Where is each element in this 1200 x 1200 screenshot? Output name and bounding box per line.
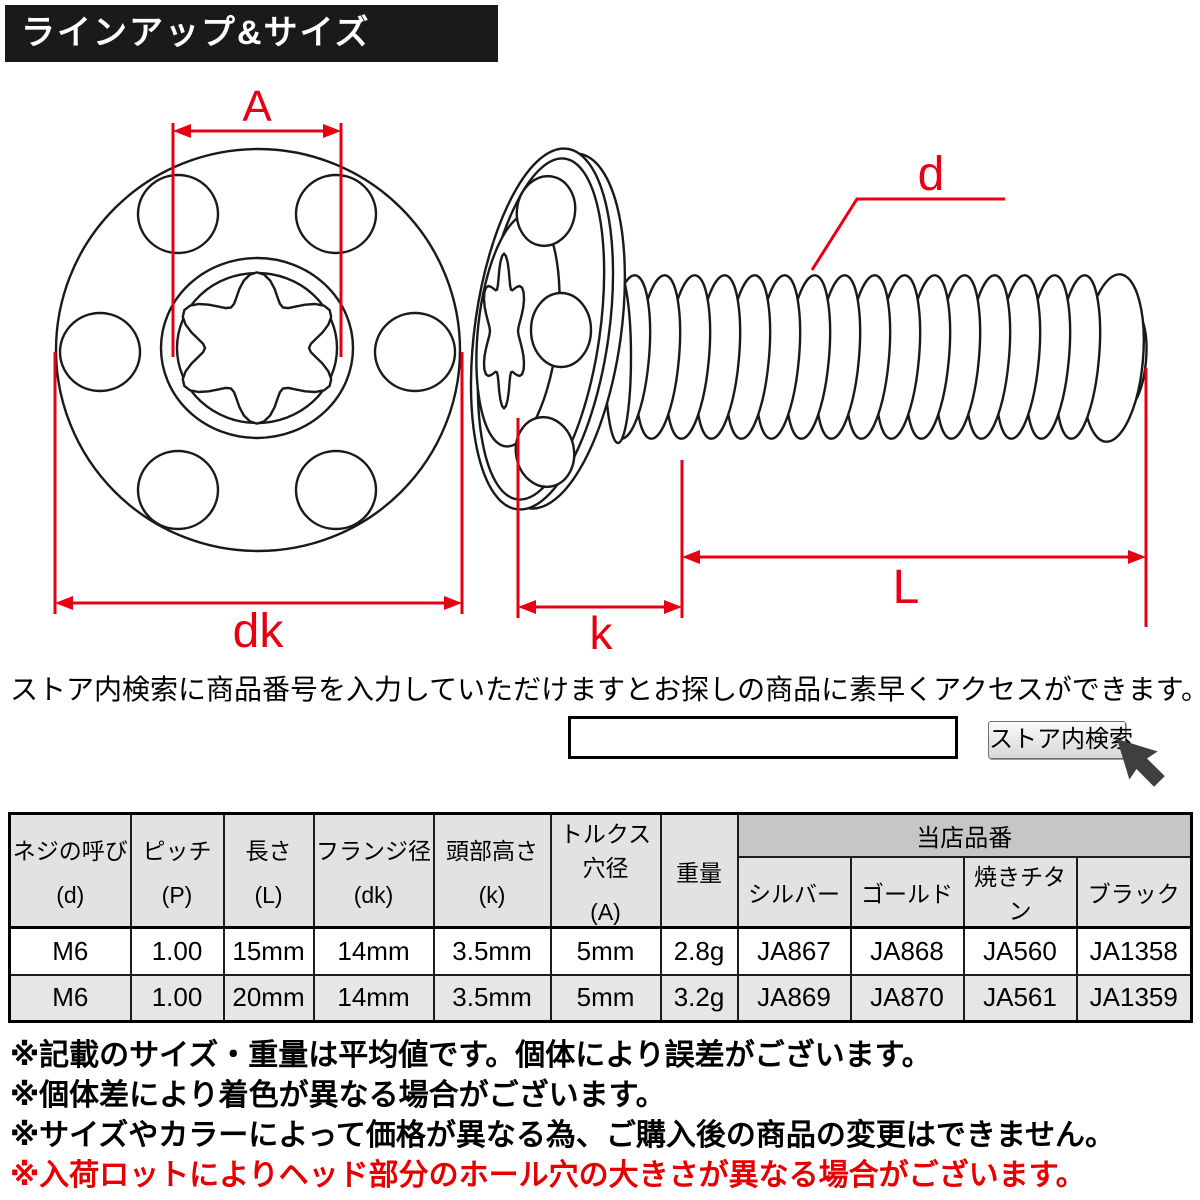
flange-hole xyxy=(373,311,457,393)
col-header-symbol: (P) xyxy=(161,882,193,908)
dim-label-k: k xyxy=(590,607,614,659)
cell: 3.5mm xyxy=(432,926,552,976)
col-header-k: 頭部高さ (k) xyxy=(432,812,552,929)
col-header-symbol: (A) xyxy=(590,899,621,925)
cursor-arrow-icon xyxy=(1117,739,1165,787)
group-header-part-numbers: 当店品番 xyxy=(736,812,1193,858)
cell: 14mm xyxy=(312,926,435,976)
flange-hole xyxy=(136,173,220,255)
dim-label-dk: dk xyxy=(233,605,285,658)
bolt-diagram: A dk k L d xyxy=(53,82,1148,659)
head-hole xyxy=(514,415,576,489)
cell: JA561 xyxy=(962,973,1078,1023)
cell: JA1358 xyxy=(1075,926,1193,976)
col-header-label: フランジ径 xyxy=(316,838,431,864)
cell: 1.00 xyxy=(129,973,225,1023)
dim-d-leader xyxy=(810,197,1005,271)
footnotes: ※記載のサイズ・重量は平均値です。個体により誤差がございます。 ※個体差により着… xyxy=(10,1036,1115,1196)
arrowhead xyxy=(173,124,191,138)
footnote: ※記載のサイズ・重量は平均値です。個体により誤差がございます。 xyxy=(10,1039,932,1072)
head-hole xyxy=(529,291,593,369)
cell: 3.2g xyxy=(659,973,739,1023)
col-header-burnt-titanium: 焼きチタン xyxy=(962,855,1078,929)
arrowhead xyxy=(55,596,73,610)
torx-recess-side xyxy=(482,251,526,411)
dim-label-d: d xyxy=(918,148,945,201)
cell: JA868 xyxy=(849,926,965,976)
dim-label-a: A xyxy=(242,82,272,131)
footnote-red: ※入荷ロットによりヘッド部分のホール穴の大きさが異なる場合がございます。 xyxy=(10,1159,1086,1192)
cell: JA1359 xyxy=(1075,973,1193,1023)
col-header-label: 頭部高さ xyxy=(446,838,538,864)
col-header-l: 長さ (L) xyxy=(222,812,315,929)
cell: 3.5mm xyxy=(432,973,552,1023)
cell: 20mm xyxy=(222,973,315,1023)
col-header-symbol: (d) xyxy=(56,882,85,908)
col-header-weight: 重量 xyxy=(659,812,739,929)
cell: JA870 xyxy=(849,973,965,1023)
arrowhead xyxy=(1128,550,1146,564)
arrowhead xyxy=(323,124,341,138)
flange-hole xyxy=(136,449,220,531)
col-header-label: ネジの呼び xyxy=(12,838,128,864)
col-header-label: 長さ xyxy=(245,838,292,864)
flange-hole xyxy=(294,173,378,255)
torx-recess xyxy=(181,271,333,425)
cell: 14mm xyxy=(312,973,435,1023)
arrowhead xyxy=(682,550,700,564)
cell: 1.00 xyxy=(129,926,225,976)
arrowhead xyxy=(664,600,682,614)
cell: 2.8g xyxy=(659,926,739,976)
col-header-label: 重量 xyxy=(676,859,722,886)
col-header-symbol: (dk) xyxy=(353,882,394,908)
arrowhead xyxy=(444,596,462,610)
cursor-arrow-shape xyxy=(1117,739,1165,787)
spec-table: ネジの呼び (d) ピッチ (P) 長さ (L) フランジ径 (dk) 頭部高さ… xyxy=(8,812,1193,1023)
search-instruction: ストア内検索に商品番号を入力していただけますとお探しの商品に素早くアクセスができ… xyxy=(10,674,1200,705)
col-header-d: ネジの呼び (d) xyxy=(8,812,132,929)
dimension-annotations: A dk k L d xyxy=(53,82,1148,659)
col-header-black: ブラック xyxy=(1075,855,1193,929)
cell: M6 xyxy=(8,973,132,1023)
store-search-input[interactable] xyxy=(568,716,958,759)
col-header-silver: シルバー xyxy=(736,855,852,929)
cell: JA560 xyxy=(962,926,1078,976)
col-header-p: ピッチ (P) xyxy=(129,812,225,929)
footnote: ※サイズやカラーによって価格が異なる為、ご購入後の商品の変更はできません。 xyxy=(10,1119,1115,1152)
head-hole xyxy=(515,174,577,248)
col-header-a: トルクス穴径 (A) xyxy=(549,812,662,929)
col-header-label: トルクス穴径 xyxy=(559,821,652,881)
cell: 15mm xyxy=(222,926,315,976)
cell: 5mm xyxy=(549,926,662,976)
flange-hole xyxy=(58,311,142,393)
col-header-symbol: (L) xyxy=(254,882,283,908)
col-header-symbol: (k) xyxy=(478,882,506,908)
side-view-drawing xyxy=(469,147,1148,511)
front-view-drawing xyxy=(54,147,462,553)
dim-label-l: L xyxy=(893,561,920,614)
cell: 5mm xyxy=(549,973,662,1023)
col-header-gold: ゴールド xyxy=(849,855,965,929)
store-search-button[interactable]: ストア内検索 xyxy=(988,721,1133,759)
col-header-dk: フランジ径 (dk) xyxy=(312,812,435,929)
cell: JA867 xyxy=(736,926,852,976)
flange-hole xyxy=(294,449,378,531)
footnote: ※個体差により着色が異なる場合がございます。 xyxy=(10,1079,666,1112)
cell: M6 xyxy=(8,926,132,976)
arrowhead xyxy=(518,600,536,614)
cell: JA869 xyxy=(736,973,852,1023)
page-title: ラインアップ&サイズ xyxy=(5,5,498,62)
col-header-label: ピッチ xyxy=(142,838,212,864)
